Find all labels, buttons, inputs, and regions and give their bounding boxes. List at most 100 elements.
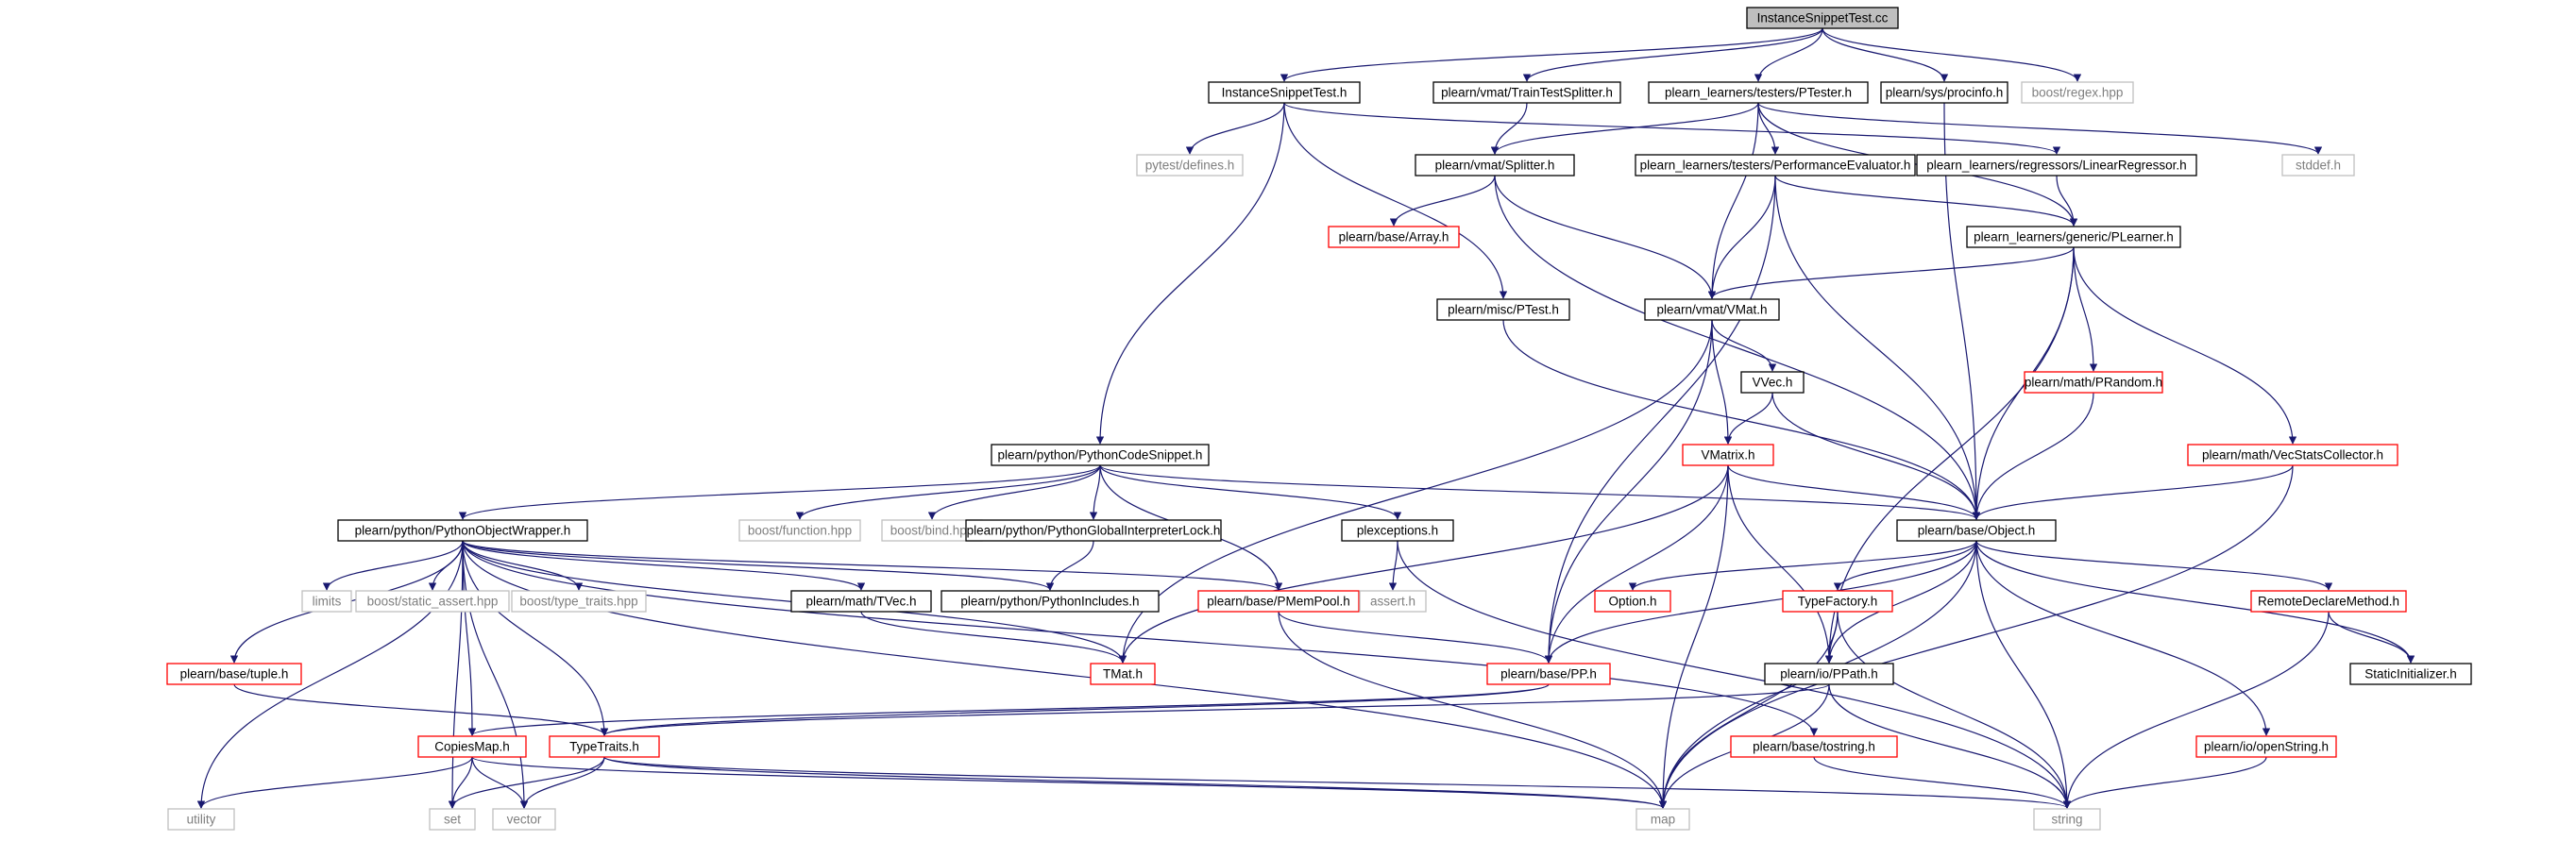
edge-ppath-to-typetraits xyxy=(601,683,1830,736)
node-vmat[interactable]: plearn/vmat/VMat.h xyxy=(1644,298,1780,321)
node-statinit[interactable]: StaticInitializer.h xyxy=(2349,663,2472,685)
edge-vmatrix-to-map xyxy=(1658,464,1729,809)
node-bsa: boost/static_assert.hpp xyxy=(355,590,510,613)
node-prandom[interactable]: plearn/math/PRandom.h xyxy=(2024,371,2163,394)
node-copiesmap[interactable]: CopiesMap.h xyxy=(417,735,527,758)
edge-pcs-to-bbind xyxy=(927,464,1101,520)
node-perfeval[interactable]: plearn_learners/testers/PerformanceEvalu… xyxy=(1635,154,1916,177)
node-btt: boost/type_traits.hpp xyxy=(511,590,647,613)
edge-pcs-to-pow xyxy=(458,464,1101,520)
node-tvec[interactable]: plearn/math/TVec.h xyxy=(790,590,932,613)
node-pcs[interactable]: plearn/python/PythonCodeSnippet.h xyxy=(991,444,1210,466)
node-pcs-label: plearn/python/PythonCodeSnippet.h xyxy=(998,448,1203,463)
node-pyinc[interactable]: plearn/python/PythonIncludes.h xyxy=(941,590,1160,613)
node-vmat-label: plearn/vmat/VMat.h xyxy=(1656,303,1767,317)
node-vector-label: vector xyxy=(507,813,542,827)
edge-linreg-to-plearner xyxy=(2056,175,2078,227)
edge-tostring-to-string xyxy=(1813,756,2072,809)
node-bfunc: boost/function.hpp xyxy=(738,519,861,542)
edge-object-to-openstring xyxy=(1975,540,2271,736)
node-plearner[interactable]: plearn_learners/generic/PLearner.h xyxy=(1966,226,2181,248)
node-pmempool[interactable]: plearn/base/PMemPool.h xyxy=(1197,590,1360,613)
edge-pgil-to-pyinc xyxy=(1045,540,1094,591)
node-bbind-label: boost/bind.hpp xyxy=(890,524,974,538)
node-splitter-label: plearn/vmat/Splitter.h xyxy=(1435,159,1555,173)
node-tostring-box xyxy=(1730,735,1898,758)
node-ptester[interactable]: plearn_learners/testers/PTester.h xyxy=(1648,81,1869,104)
node-ist_h[interactable]: InstanceSnippetTest.h xyxy=(1208,81,1361,104)
node-set: set xyxy=(429,808,476,831)
edge-ptester-to-vmat xyxy=(1707,102,1759,299)
node-array[interactable]: plearn/base/Array.h xyxy=(1328,226,1460,248)
edge-tts-to-splitter xyxy=(1490,102,1528,155)
node-pyinc-label: plearn/python/PythonIncludes.h xyxy=(960,595,1139,609)
node-splitter-box xyxy=(1415,154,1575,177)
node-rdm[interactable]: RemoteDeclareMethod.h xyxy=(2250,590,2407,613)
edge-typetraits-to-string xyxy=(603,756,2071,809)
edge-pp-to-typetraits xyxy=(601,683,1550,736)
node-vvec[interactable]: VVec.h xyxy=(1740,371,1805,394)
edge-pow-to-vector xyxy=(462,540,529,809)
edge-plearner-to-vecstats xyxy=(2073,246,2297,445)
node-string-box xyxy=(2033,808,2101,831)
edge-splitter-to-array xyxy=(1389,175,1496,227)
edge-pow-to-pyinc xyxy=(462,540,1055,591)
node-object-label: plearn/base/Object.h xyxy=(1918,524,2036,538)
node-bsa-box xyxy=(355,590,510,613)
node-tts[interactable]: plearn/vmat/TrainTestSplitter.h xyxy=(1432,81,1621,104)
node-ptest-label: plearn/misc/PTest.h xyxy=(1448,303,1559,317)
node-root-label: InstanceSnippetTest.cc xyxy=(1757,11,1889,25)
node-tostring[interactable]: plearn/base/tostring.h xyxy=(1730,735,1898,758)
edge-pow-to-tvec xyxy=(462,540,866,591)
edge-vmat-to-vmatrix xyxy=(1711,319,1733,445)
node-tmat[interactable]: TMat.h xyxy=(1090,663,1156,685)
node-pmempool-box xyxy=(1197,590,1360,613)
node-stddef-box xyxy=(2281,154,2355,177)
node-tuple-box xyxy=(166,663,302,685)
node-tuple[interactable]: plearn/base/tuple.h xyxy=(166,663,302,685)
node-plexc[interactable]: plexceptions.h xyxy=(1341,519,1454,542)
node-typefactory[interactable]: TypeFactory.h xyxy=(1782,590,1893,613)
node-ppath[interactable]: plearn/io/PPath.h xyxy=(1764,663,1894,685)
node-vmatrix[interactable]: VMatrix.h xyxy=(1682,444,1774,466)
edge-vecstats-to-object xyxy=(1972,464,2294,520)
node-pp[interactable]: plearn/base/PP.h xyxy=(1486,663,1611,685)
node-tts-label: plearn/vmat/TrainTestSplitter.h xyxy=(1441,86,1613,100)
edge-vmatrix-to-tmat xyxy=(1118,464,1729,664)
edge-vecstats-to-map xyxy=(1658,464,2294,809)
node-ptest[interactable]: plearn/misc/PTest.h xyxy=(1436,298,1570,321)
edge-root-to-regex xyxy=(1822,27,2082,82)
node-regex-label: boost/regex.hpp xyxy=(2032,86,2124,100)
node-pgil[interactable]: plearn/python/PythonGlobalInterpreterLoc… xyxy=(965,519,1222,542)
node-ptest-box xyxy=(1436,298,1570,321)
node-vecstats[interactable]: plearn/math/VecStatsCollector.h xyxy=(2187,444,2398,466)
node-procinfo-label: plearn/sys/procinfo.h xyxy=(1886,86,2004,100)
node-linreg[interactable]: plearn_learners/regressors/LinearRegress… xyxy=(1916,154,2197,177)
edge-rdm-to-statinit xyxy=(2328,611,2415,664)
edge-object-to-ppath xyxy=(1824,540,1977,664)
edge-plexc-to-asserth xyxy=(1388,540,1398,591)
node-bbind: boost/bind.hpp xyxy=(881,519,983,542)
edge-perfeval-to-plearner xyxy=(1774,175,2078,227)
edge-ppath-to-string xyxy=(1828,683,2072,809)
node-typetraits[interactable]: TypeTraits.h xyxy=(549,735,660,758)
node-pow-box xyxy=(337,519,588,542)
edge-ptest-to-object xyxy=(1502,319,1981,520)
node-utility-box xyxy=(167,808,235,831)
edge-typefactory-to-map xyxy=(1658,611,1839,809)
node-statinit-label: StaticInitializer.h xyxy=(2364,667,2457,681)
node-pow[interactable]: plearn/python/PythonObjectWrapper.h xyxy=(337,519,588,542)
node-tvec-label: plearn/math/TVec.h xyxy=(805,595,916,609)
node-object[interactable]: plearn/base/Object.h xyxy=(1896,519,2057,542)
node-vmat-box xyxy=(1644,298,1780,321)
node-pp-box xyxy=(1486,663,1611,685)
node-procinfo[interactable]: plearn/sys/procinfo.h xyxy=(1880,81,2008,104)
node-object-box xyxy=(1896,519,2057,542)
node-limits: limits xyxy=(301,590,352,613)
edge-plearner-to-prandom xyxy=(2073,246,2098,372)
node-root[interactable]: InstanceSnippetTest.cc xyxy=(1746,7,1899,29)
node-option[interactable]: Option.h xyxy=(1594,590,1671,613)
node-splitter[interactable]: plearn/vmat/Splitter.h xyxy=(1415,154,1575,177)
node-tts-box xyxy=(1432,81,1621,104)
node-openstring[interactable]: plearn/io/openString.h xyxy=(2195,735,2337,758)
